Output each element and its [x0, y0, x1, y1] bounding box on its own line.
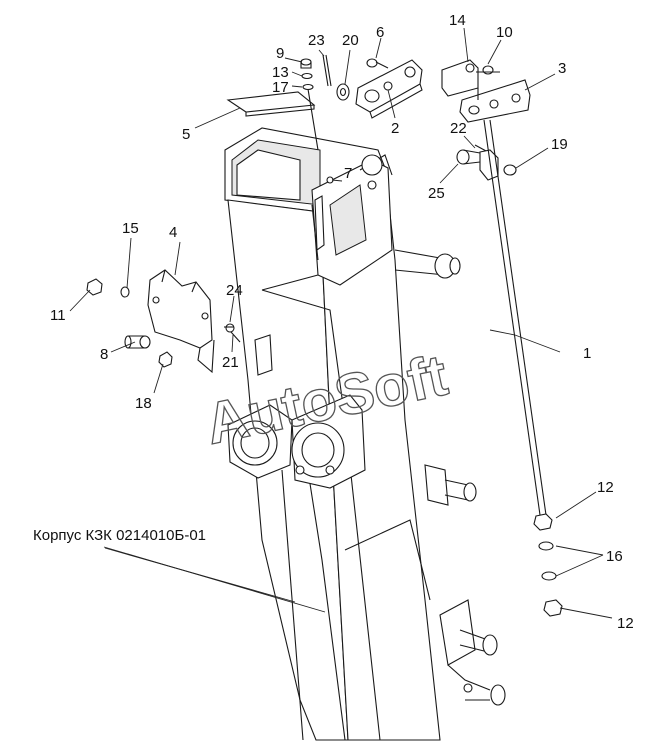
callout-5: 5 — [182, 126, 190, 143]
leader-lines — [69, 27, 613, 619]
callout-9: 9 — [276, 45, 284, 62]
pin-24-21 — [224, 323, 241, 343]
callout-19: 19 — [551, 136, 568, 153]
callout-2: 2 — [391, 120, 399, 137]
callout-17: 17 — [272, 79, 289, 96]
callout-20: 20 — [342, 32, 359, 49]
callout-1: 1 — [583, 345, 591, 362]
callout-labels: 1 2 3 4 5 6 7 8 9 10 11 12 16 12 13 14 1… — [50, 12, 634, 632]
callout-24: 24 — [226, 282, 243, 299]
callout-18: 18 — [135, 395, 152, 412]
callout-4: 4 — [169, 224, 177, 241]
link-plate — [355, 59, 423, 119]
callout-14: 14 — [449, 12, 466, 29]
nut-washer-11-15 — [86, 278, 130, 298]
screw-stack — [300, 58, 319, 151]
callout-15: 15 — [122, 220, 139, 237]
bolt-6 — [366, 58, 389, 69]
callout-13: 13 — [272, 64, 289, 81]
pin-assembly — [456, 144, 517, 181]
cotter-pin — [322, 54, 332, 87]
callout-16: 16 — [606, 548, 623, 565]
callout-12b: 12 — [617, 615, 634, 632]
rod — [483, 119, 547, 516]
rod-nuts-washers — [533, 513, 563, 617]
callout-10: 10 — [496, 24, 513, 41]
washer-top — [336, 83, 350, 101]
nut-18 — [158, 351, 173, 368]
callout-21: 21 — [222, 354, 239, 371]
callout-11: 11 — [50, 307, 66, 324]
housing-caption: Корпус КЗК 0214010Б-01 — [33, 527, 206, 544]
cover-plate — [226, 91, 316, 117]
callout-22: 22 — [450, 120, 467, 137]
bolt-8 — [124, 335, 151, 349]
callout-12a: 12 — [597, 479, 614, 496]
callout-7: 7 — [344, 165, 352, 182]
callout-23: 23 — [308, 32, 325, 49]
callout-25: 25 — [428, 185, 445, 202]
housing-body — [224, 127, 506, 741]
callout-3: 3 — [558, 60, 566, 77]
side-guard — [147, 269, 215, 374]
callout-8: 8 — [100, 346, 108, 363]
nut-14-bolt-10 — [465, 63, 500, 75]
callout-6: 6 — [376, 24, 384, 41]
